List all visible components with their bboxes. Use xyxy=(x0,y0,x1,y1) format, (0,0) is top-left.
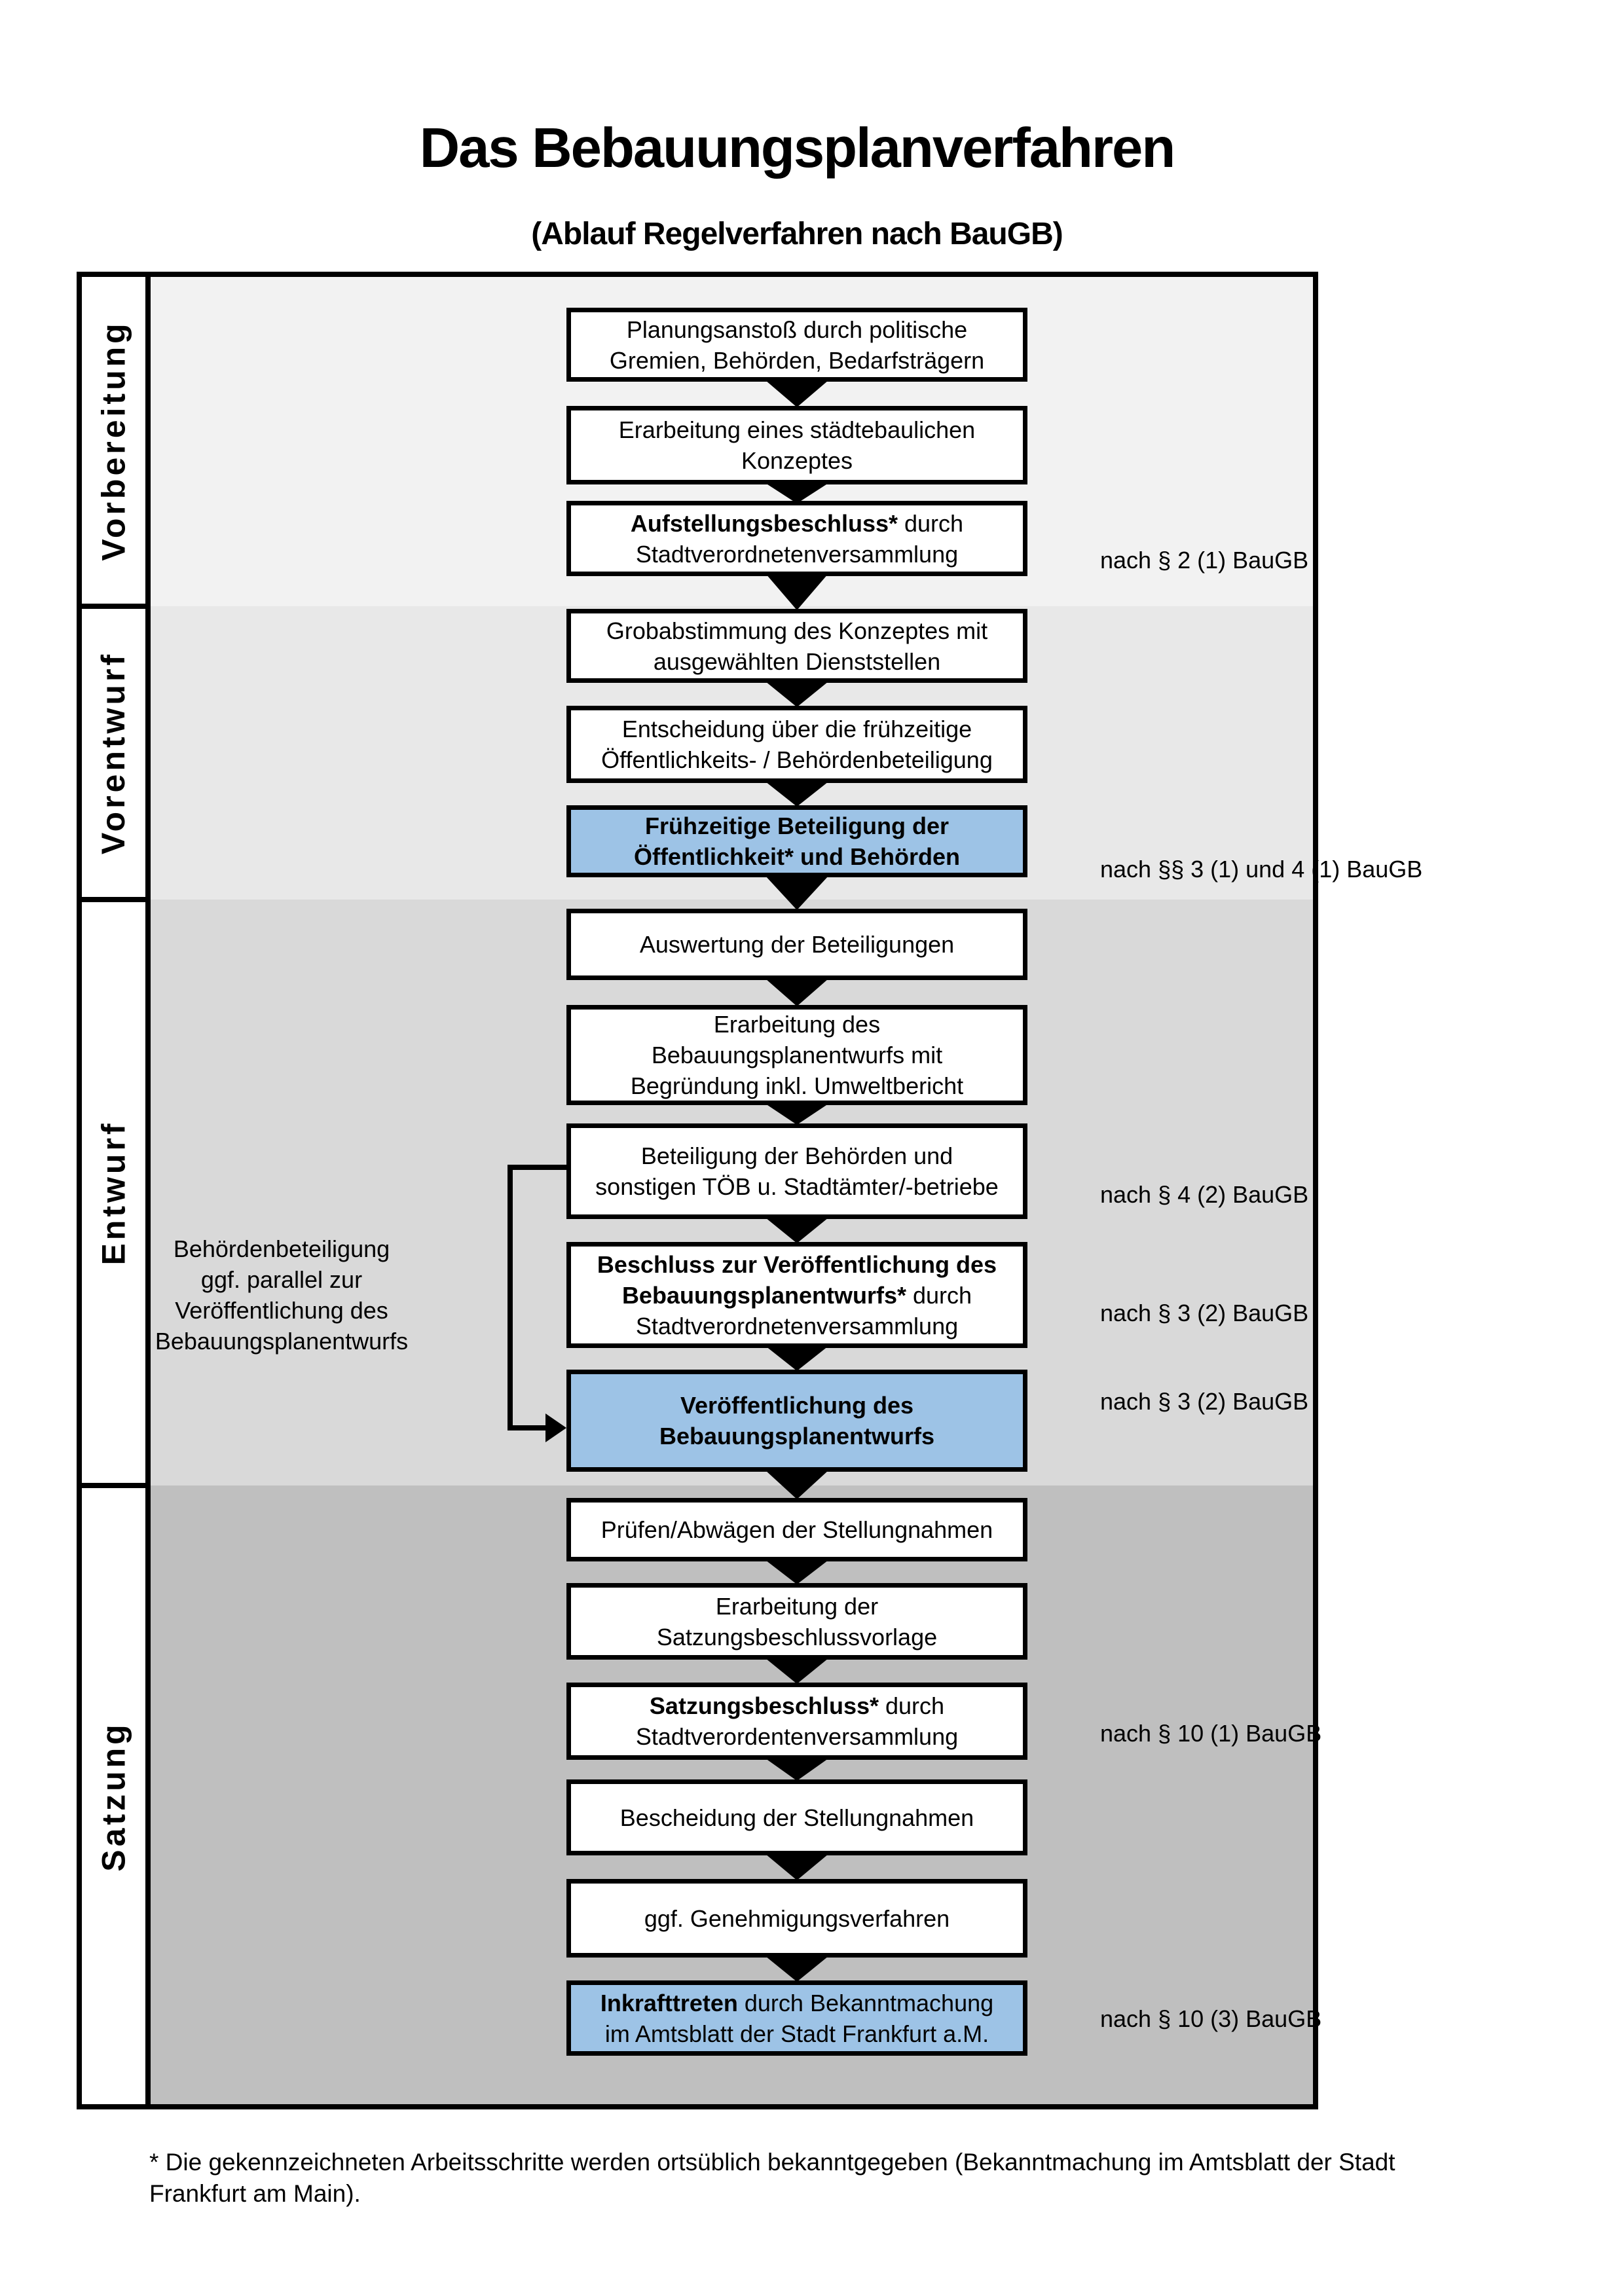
page-title: Das Bebauungsplanverfahren xyxy=(419,117,1176,179)
flow-box-aufstellungsbeschluss: Aufstellungsbeschluss* durch Stadtverord… xyxy=(566,501,1027,576)
legal-ref: nach § 2 (1) BauGB xyxy=(1100,547,1309,574)
flow-box-satzungsbeschlussvorlage: Erarbeitung der Satzungsbeschlussvorlage xyxy=(566,1583,1027,1660)
down-arrow-icon xyxy=(766,1658,828,1684)
flow-box-entscheidung-beteiligung: Entscheidung über die frühzeitige Öffent… xyxy=(566,706,1027,783)
footnote-line-2: Frankfurt am Main). xyxy=(149,2180,361,2207)
flow-box-konzept: Erarbeitung eines städtebaulichen Konzep… xyxy=(566,406,1027,484)
down-arrow-icon xyxy=(766,979,828,1006)
page-subtitle: (Ablauf Regelverfahren nach BauGB) xyxy=(531,217,1063,251)
flow-box-satzungsbeschluss: Satzungsbeschluss* durch Stadtverordente… xyxy=(566,1683,1027,1760)
connector-horizontal-bottom xyxy=(510,1425,547,1430)
sidebar-label-entwurf: Entwurf xyxy=(95,1120,132,1266)
down-arrow-icon xyxy=(766,1346,828,1371)
side-note: Behördenbeteiligung ggf. parallel zur Ve… xyxy=(155,1235,409,1355)
down-arrow-icon xyxy=(766,876,828,910)
sidebar-label-satzung: Satzung xyxy=(95,1721,132,1872)
flow-box-beschluss-veroeffentlichung: Beschluss zur Veröffentlichung des Bebau… xyxy=(566,1242,1027,1348)
down-arrow-icon xyxy=(766,1956,828,1982)
legal-ref: nach § 3 (2) BauGB xyxy=(1100,1388,1309,1415)
sidebar-label-vorentwurf: Vorentwurf xyxy=(95,651,132,855)
down-arrow-icon xyxy=(766,682,828,707)
down-arrow-icon xyxy=(766,1218,828,1243)
flow-box-bescheidung: Bescheidung der Stellungnahmen xyxy=(566,1779,1027,1855)
flow-box-veroeffentlichung: Veröffentlichung des Bebauungsplanentwur… xyxy=(566,1370,1027,1472)
connector-vertical xyxy=(507,1165,513,1430)
down-arrow-icon xyxy=(766,1854,828,1880)
right-arrow-icon xyxy=(545,1413,566,1442)
sidebar-separator xyxy=(82,604,151,609)
sidebar-divider xyxy=(145,277,151,2104)
down-arrow-icon xyxy=(766,782,828,807)
legal-ref: nach § 10 (1) BauGB xyxy=(1100,1720,1322,1747)
down-arrow-icon xyxy=(766,483,828,503)
connector-horizontal-top xyxy=(507,1165,566,1170)
legal-ref: nach § 4 (2) BauGB xyxy=(1100,1181,1309,1208)
down-arrow-icon xyxy=(766,380,828,407)
flow-box-erarbeitung-entwurf: Erarbeitung des Bebauungsplanentwurfs mi… xyxy=(566,1005,1027,1105)
flow-box-fruehzeitige-beteiligung: Frühzeitige Beteiligung der Öffentlichke… xyxy=(566,805,1027,877)
flow-box-grobabstimmung: Grobabstimmung des Konzeptes mit ausgewä… xyxy=(566,609,1027,683)
legal-ref: nach § 3 (2) BauGB xyxy=(1100,1300,1309,1326)
legal-ref: nach § 10 (3) BauGB xyxy=(1100,2005,1322,2032)
flow-box-pruefen-abwaegen: Prüfen/Abwägen der Stellungnahmen xyxy=(566,1498,1027,1561)
flow-box-planungsanstoss: Planungsanstoß durch politische Gremien,… xyxy=(566,308,1027,382)
flow-box-beteiligung-behoerden: Beteiligung der Behörden und sonstigen T… xyxy=(566,1123,1027,1219)
flow-box-auswertung: Auswertung der Beteiligungen xyxy=(566,909,1027,980)
sidebar-label-vorbereitung: Vorbereitung xyxy=(95,319,132,561)
sidebar-separator xyxy=(82,1483,151,1488)
down-arrow-icon xyxy=(766,1758,828,1781)
flow-box-genehmigungsverfahren: ggf. Genehmigungsverfahren xyxy=(566,1879,1027,1958)
flow-box-inkrafttreten: Inkrafttreten durch Bekanntmachung im Am… xyxy=(566,1980,1027,2056)
down-arrow-icon xyxy=(766,574,828,610)
down-arrow-icon xyxy=(766,1470,828,1499)
footnote-line-1: * Die gekennzeichneten Arbeitsschritte w… xyxy=(149,2149,1395,2176)
down-arrow-icon xyxy=(766,1104,828,1125)
sidebar-separator xyxy=(82,897,151,902)
down-arrow-icon xyxy=(766,1560,828,1584)
legal-ref: nach §§ 3 (1) und 4 (1) BauGB xyxy=(1100,856,1423,883)
